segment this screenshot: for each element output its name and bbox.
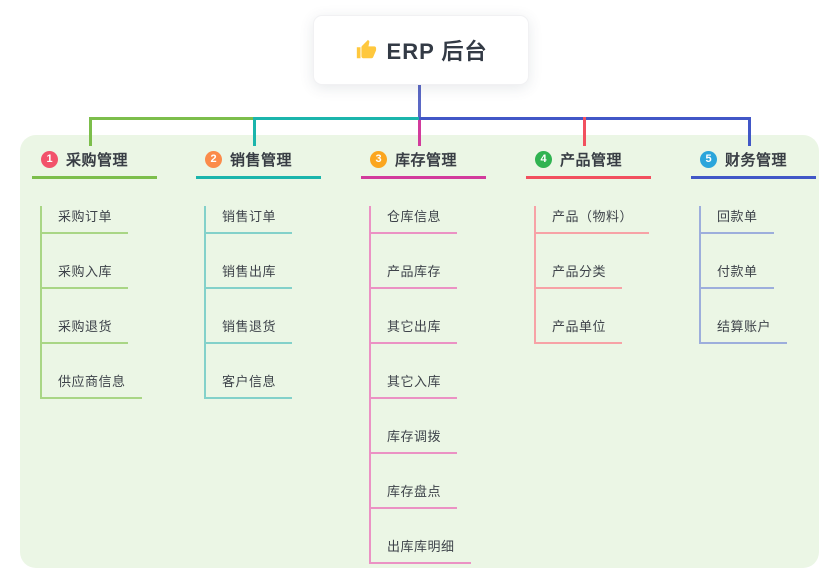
child-node[interactable]: 出库库明细 <box>369 536 471 564</box>
child-node[interactable]: 付款单 <box>699 261 774 289</box>
branch-2: 2 销售管理销售订单销售出库销售退货客户信息 <box>196 149 321 399</box>
child-connector-line <box>204 206 206 399</box>
branch-header[interactable]: 4 产品管理 <box>526 149 651 179</box>
branch-header[interactable]: 2 销售管理 <box>196 149 321 179</box>
branch-title: 产品管理 <box>560 152 623 169</box>
child-node[interactable]: 客户信息 <box>204 371 293 399</box>
child-connector-line <box>699 206 701 344</box>
branches-panel: 1 采购管理采购订单采购入库采购退货供应商信息 2 销售管理销售订单销售出库销售退货客… <box>20 135 819 568</box>
child-node[interactable]: 产品分类 <box>534 261 623 289</box>
child-connector-line <box>369 206 371 564</box>
child-node[interactable]: 产品库存 <box>369 261 458 289</box>
branch-1: 1 采购管理采购订单采购入库采购退货供应商信息 <box>32 149 157 399</box>
branch-header[interactable]: 3 库存管理 <box>361 149 486 179</box>
bus-segment-green <box>90 117 254 120</box>
branch-children: 仓库信息产品库存其它出库其它入库库存调拨库存盘点出库库明细 <box>361 206 486 564</box>
child-node[interactable]: 采购入库 <box>40 261 129 289</box>
child-node[interactable]: 其它入库 <box>369 371 458 399</box>
child-node[interactable]: 采购订单 <box>40 206 129 234</box>
branch-children: 回款单付款单结算账户 <box>691 206 816 344</box>
child-node[interactable]: 其它出库 <box>369 316 458 344</box>
drop-line-branch-1 <box>88 117 92 146</box>
child-node[interactable]: 库存调拨 <box>369 426 458 454</box>
child-node[interactable]: 采购退货 <box>40 316 129 344</box>
branch-index-badge: 4 <box>535 151 552 168</box>
branch-title: 库存管理 <box>395 152 458 169</box>
branch-3: 3 库存管理仓库信息产品库存其它出库其它入库库存调拨库存盘点出库库明细 <box>361 149 486 564</box>
branch-header[interactable]: 1 采购管理 <box>32 149 157 179</box>
branch-children: 产品（物料） 产品分类产品单位 <box>526 206 651 344</box>
root-node[interactable]: ERP 后台 <box>313 15 529 85</box>
bus-segment-teal <box>254 117 419 120</box>
child-connector-line <box>534 206 536 344</box>
child-node[interactable]: 销售出库 <box>204 261 293 289</box>
child-node[interactable]: 回款单 <box>699 206 774 234</box>
child-node[interactable]: 产品（物料） <box>534 206 650 234</box>
branch-index-badge: 1 <box>41 151 58 168</box>
branch-title: 采购管理 <box>66 152 129 169</box>
child-connector-line <box>40 206 42 399</box>
child-node[interactable]: 销售退货 <box>204 316 293 344</box>
branch-children: 采购订单采购入库采购退货供应商信息 <box>32 206 157 399</box>
branch-index-badge: 2 <box>205 151 222 168</box>
branch-5: 5 财务管理回款单付款单结算账户 <box>691 149 816 344</box>
root-label: ERP 后台 <box>386 39 488 64</box>
drop-line-branch-2 <box>252 117 256 146</box>
child-node[interactable]: 产品单位 <box>534 316 623 344</box>
branch-index-badge: 3 <box>370 151 387 168</box>
branch-header[interactable]: 5 财务管理 <box>691 149 816 179</box>
drop-line-branch-5 <box>747 117 751 146</box>
thumbs-up-icon <box>355 39 377 61</box>
child-node[interactable]: 销售订单 <box>204 206 293 234</box>
branch-children: 销售订单销售出库销售退货客户信息 <box>196 206 321 399</box>
child-node[interactable]: 供应商信息 <box>40 371 142 399</box>
root-stem-line <box>417 83 421 120</box>
branch-title: 财务管理 <box>725 152 788 169</box>
drop-line-branch-3 <box>417 120 421 146</box>
child-node[interactable]: 结算账户 <box>699 316 788 344</box>
drop-line-branch-4 <box>582 117 586 146</box>
child-node[interactable]: 仓库信息 <box>369 206 458 234</box>
branch-4: 4 产品管理产品（物料） 产品分类产品单位 <box>526 149 651 344</box>
child-node[interactable]: 库存盘点 <box>369 481 458 509</box>
branch-title: 销售管理 <box>230 152 293 169</box>
branch-index-badge: 5 <box>700 151 717 168</box>
